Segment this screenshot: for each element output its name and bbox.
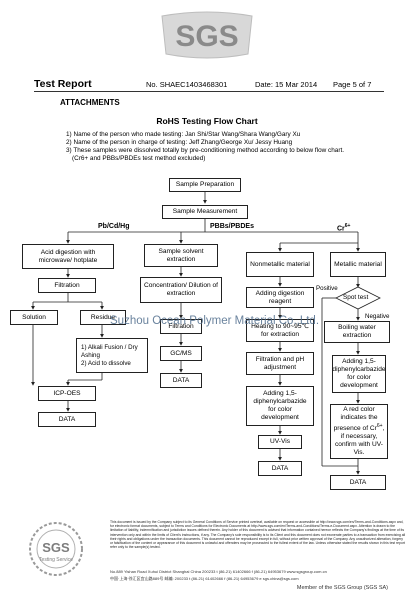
negative-label: Negative — [365, 313, 390, 320]
note-line: 3) These samples were dissolved totally … — [66, 147, 345, 154]
branch-label-cr: Cr6+ — [337, 223, 351, 233]
sgs-group-member: Member of the SGS Group (SGS SA) — [296, 585, 388, 591]
data-box: DATA — [330, 475, 386, 490]
spot-test-label: Spot test — [343, 294, 369, 301]
acid-digestion-box: Acid digestion with microwave/ hotplate — [22, 244, 114, 269]
header-divider — [34, 91, 384, 92]
sgs-logo: SGS — [161, 11, 253, 59]
adding-digestion-reagent-box: Adding digestion reagent — [246, 287, 314, 308]
legal-disclaimer: This document is issued by the Company s… — [110, 520, 406, 550]
heating-extraction-box: Heating to 90~95℃ for extraction — [246, 319, 314, 342]
attachments-heading: ATTACHMENTS — [60, 98, 120, 107]
note-line: 1) Name of the person who made testing: … — [66, 131, 301, 138]
data-box: DATA — [38, 412, 96, 427]
svg-text:SGS: SGS — [42, 540, 70, 555]
report-number: No. SHAEC1403468301 — [146, 80, 228, 89]
sample-measurement-box: Sample Measurement — [162, 205, 248, 219]
red-color-indication-box: A red color indicates the presence of Cr… — [330, 404, 388, 459]
adding-diphenylcarbazide-box: Adding 1,5-diphenylcarbazide for color d… — [246, 386, 314, 426]
report-title: Test Report — [34, 78, 92, 90]
sgs-seal: SGS Testing Service — [29, 522, 83, 576]
spot-test-diamond — [335, 286, 381, 310]
filtration-box: Filtration — [38, 278, 96, 293]
branch-label-pbb: PBBs/PBDEs — [210, 223, 254, 230]
positive-label: Positive — [316, 285, 338, 292]
boiling-water-extraction-box: Boiling water extraction — [324, 321, 390, 343]
icp-oes-box: ICP-OES — [38, 386, 96, 401]
data-box: DATA — [258, 461, 302, 476]
logo-text: SGS — [175, 20, 238, 53]
residue-box: Residue — [80, 310, 126, 325]
metallic-material-box: Metallic material — [330, 252, 386, 277]
solution-box: Solution — [10, 310, 58, 325]
svg-text:Testing Service: Testing Service — [39, 557, 73, 563]
page-number: Page 5 of 7 — [333, 80, 372, 89]
note-line: 2) Name of the person in charge of testi… — [66, 139, 293, 146]
branch-label-pb: Pb/Cd/Hg — [98, 223, 130, 230]
data-box: DATA — [160, 373, 202, 388]
sample-solvent-extraction-box: Sample solvent extraction — [144, 244, 218, 267]
sample-preparation-box: Sample Preparation — [169, 178, 241, 192]
address-chinese: 中国·上海·徐汇区宜山路889号 邮编: 200233 t (86-21) 61… — [110, 576, 299, 581]
company-watermark: Suzhou Ocean Polymer Material Co.,Ltd. — [110, 315, 320, 327]
flow-chart-title: RoHS Testing Flow Chart — [156, 116, 258, 126]
concentration-dilution-box: Concentration/ Dilution of extraction — [140, 277, 222, 303]
filtration-ph-box: Filtration and pH adjustment — [246, 352, 314, 375]
filtration-box: Filtration — [160, 319, 202, 334]
uv-vis-box: UV-Vis — [258, 435, 302, 449]
note-line: (Cr6+ and PBBs/PBDEs test method exclude… — [72, 155, 206, 162]
gcms-box: GC/MS — [160, 346, 202, 361]
alkali-fusion-box: 1) Alkali Fusion / Dry Ashing 2) Acid to… — [76, 338, 148, 373]
nonmetallic-material-box: Nonmetallic material — [246, 252, 314, 277]
adding-diphenylcarbazide-box: Adding 1,5-diphenylcarbazide for color d… — [332, 355, 386, 393]
address-english: No.889 Yishan Road Xuhui District Shangh… — [110, 569, 327, 574]
report-date: Date: 15 Mar 2014 — [255, 80, 318, 89]
